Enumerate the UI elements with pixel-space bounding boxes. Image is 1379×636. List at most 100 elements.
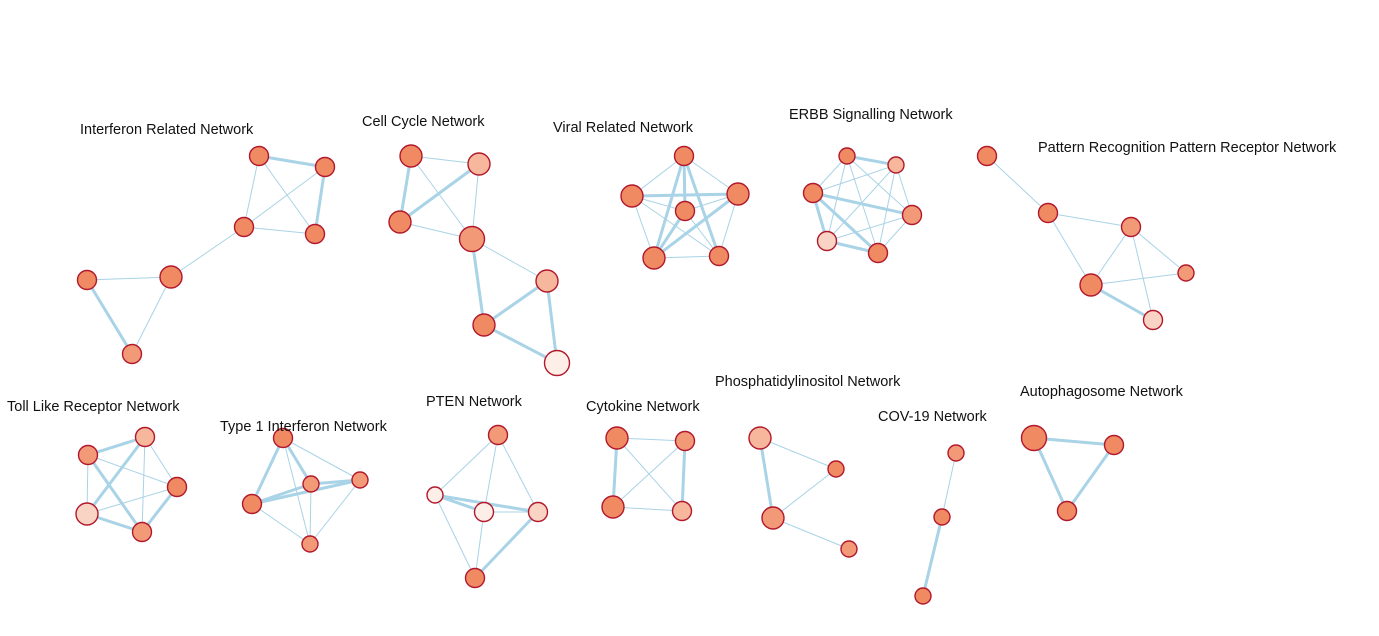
network-edge — [1089, 283, 1155, 322]
network-node[interactable] — [827, 460, 845, 478]
network-edge — [482, 323, 559, 365]
network-node[interactable] — [304, 223, 326, 245]
network-node[interactable] — [887, 156, 905, 174]
network-edge — [811, 191, 914, 217]
network-interferon-related: Interferon Related Network — [76, 122, 336, 365]
network-node[interactable] — [314, 156, 336, 178]
network-node[interactable] — [601, 495, 625, 519]
network-node[interactable] — [933, 508, 951, 526]
network-edge — [434, 434, 499, 496]
network-edge — [309, 479, 361, 545]
network-node[interactable] — [901, 204, 923, 226]
network-node[interactable] — [527, 501, 549, 523]
network-node[interactable] — [302, 475, 320, 493]
network-node[interactable] — [726, 182, 750, 206]
network-node[interactable] — [976, 145, 998, 167]
network-node[interactable] — [388, 210, 412, 234]
network-node[interactable] — [867, 242, 889, 264]
network-node[interactable] — [802, 182, 824, 204]
network-edge — [812, 164, 897, 194]
network-node[interactable] — [399, 144, 423, 168]
network-node[interactable] — [75, 502, 99, 526]
network-node[interactable] — [1056, 500, 1078, 522]
network-node[interactable] — [351, 471, 369, 489]
network-edge — [497, 434, 539, 513]
network-node[interactable] — [159, 265, 183, 289]
network-edge — [652, 154, 686, 260]
network-node[interactable] — [426, 486, 444, 504]
network-node[interactable] — [134, 426, 156, 448]
network-node[interactable] — [947, 444, 965, 462]
network-edge — [772, 517, 850, 550]
network-node[interactable] — [1020, 424, 1048, 452]
network-label: Type 1 Interferon Network — [220, 419, 388, 435]
network-node[interactable] — [748, 426, 772, 450]
network-node[interactable] — [535, 269, 559, 293]
network-node[interactable] — [708, 245, 730, 267]
network-node[interactable] — [816, 230, 838, 252]
network-edge — [758, 436, 775, 520]
network-node[interactable] — [233, 216, 255, 238]
network-node[interactable] — [464, 567, 486, 589]
network-node[interactable] — [121, 343, 143, 365]
network-edge — [1047, 212, 1132, 228]
network-edge — [483, 434, 499, 513]
network-label: COV-19 Network — [878, 409, 988, 425]
network-node[interactable] — [761, 506, 785, 530]
network-pattern-recognition: Pattern Recognition Pattern Receptor Net… — [976, 140, 1337, 331]
network-edge — [473, 510, 540, 580]
network-node[interactable] — [241, 493, 263, 515]
network-node[interactable] — [1079, 273, 1103, 297]
network-node[interactable] — [914, 587, 932, 605]
network-edge — [986, 155, 1049, 214]
network-edge — [250, 436, 285, 506]
network-edge — [309, 483, 312, 545]
network-node[interactable] — [472, 313, 496, 337]
network-node[interactable] — [76, 269, 98, 291]
network-node[interactable] — [272, 427, 294, 449]
network-edge — [243, 155, 260, 228]
network-toll-like-receptor: Toll Like Receptor Network — [7, 399, 188, 543]
network-edge — [1065, 443, 1116, 513]
network-node[interactable] — [77, 444, 99, 466]
network-edge — [630, 192, 740, 198]
network-node[interactable] — [673, 145, 695, 167]
network-node[interactable] — [838, 147, 856, 165]
network-node[interactable] — [473, 501, 495, 523]
network-node[interactable] — [248, 145, 270, 167]
network-node[interactable] — [674, 430, 696, 452]
network-edge — [772, 468, 837, 519]
network-node[interactable] — [1037, 202, 1059, 224]
network-node[interactable] — [605, 426, 629, 450]
network-edge — [1090, 272, 1187, 286]
network-node[interactable] — [467, 152, 491, 176]
network-node[interactable] — [671, 500, 693, 522]
network-edge — [257, 154, 327, 169]
network-node[interactable] — [301, 535, 319, 553]
network-node[interactable] — [131, 521, 153, 543]
network-node[interactable] — [166, 476, 188, 498]
network-edge — [170, 226, 245, 278]
network-edge — [251, 503, 311, 545]
network-edge — [941, 452, 957, 518]
network-edge — [131, 276, 172, 355]
network-edge — [410, 155, 473, 240]
network-node[interactable] — [1177, 264, 1195, 282]
network-edge — [141, 436, 146, 533]
network-node[interactable] — [642, 246, 666, 270]
network-node[interactable] — [458, 225, 486, 253]
network-node[interactable] — [840, 540, 858, 558]
network-edge — [1090, 226, 1132, 286]
network-node[interactable] — [1142, 309, 1164, 331]
network-node[interactable] — [1120, 216, 1142, 238]
network-cell-cycle: Cell Cycle Network — [362, 114, 571, 377]
network-node[interactable] — [674, 200, 696, 222]
network-edge — [85, 278, 134, 356]
network-edge — [1130, 226, 1154, 321]
network-edge — [616, 437, 683, 512]
network-node[interactable] — [487, 424, 509, 446]
network-node[interactable] — [1103, 434, 1125, 456]
network-node[interactable] — [620, 184, 644, 208]
network-node[interactable] — [543, 349, 571, 377]
